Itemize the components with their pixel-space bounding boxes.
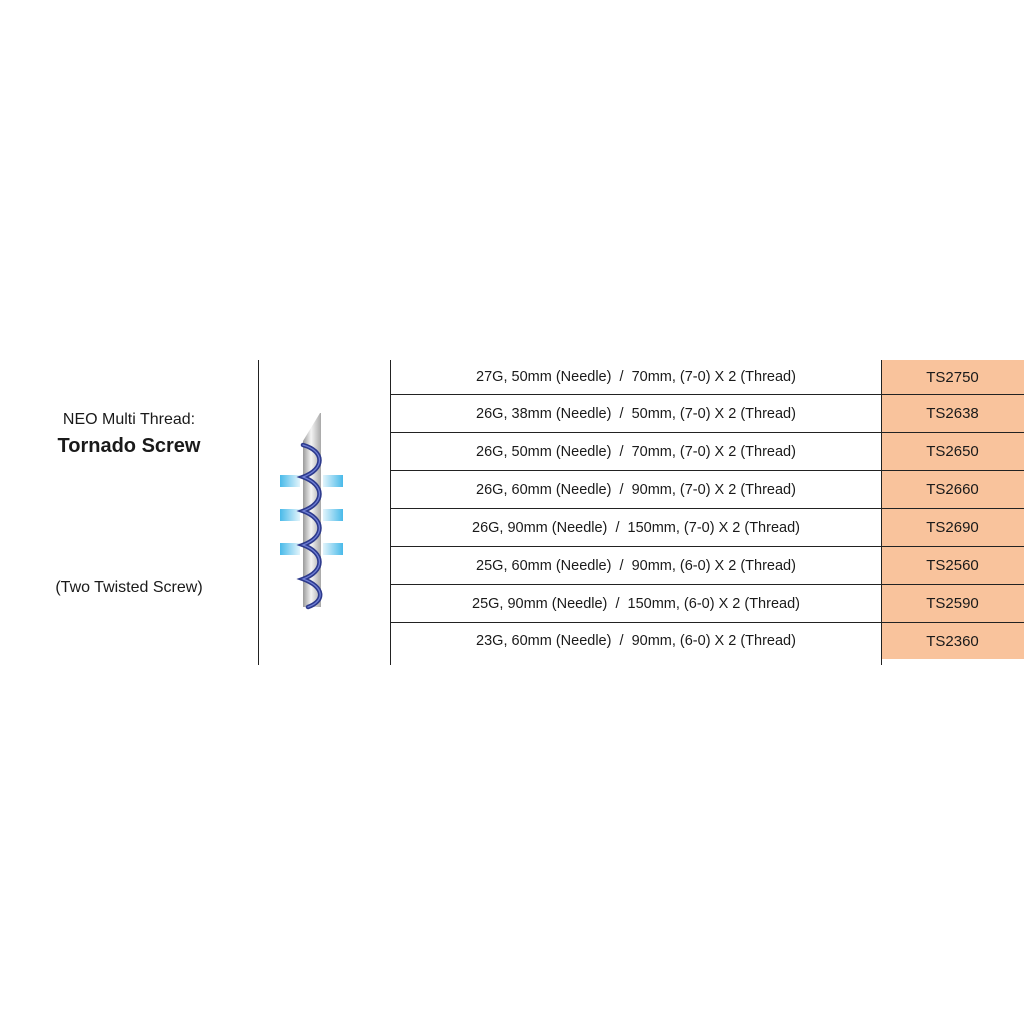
divider-code-column xyxy=(881,360,882,665)
spec-cell: 25G, 60mm (Needle) / 90mm, (6-0) X 2 (Th… xyxy=(476,557,796,574)
spec-cell: 26G, 50mm (Needle) / 70mm, (7-0) X 2 (Th… xyxy=(476,443,796,460)
spec-cell: 26G, 60mm (Needle) / 90mm, (7-0) X 2 (Th… xyxy=(476,481,796,498)
spec-cell: 27G, 50mm (Needle) / 70mm, (7-0) X 2 (Th… xyxy=(476,369,796,385)
needle-with-twisted-thread-icon xyxy=(280,413,343,610)
product-code-cell: TS2690 xyxy=(881,509,1024,546)
spec-cell: 25G, 90mm (Needle) / 150mm, (6-0) X 2 (T… xyxy=(472,595,800,612)
spec-cell: 23G, 60mm (Needle) / 90mm, (6-0) X 2 (Th… xyxy=(476,633,796,649)
product-code-cell: TS2560 xyxy=(881,547,1024,584)
table-row: 27G, 50mm (Needle) / 70mm, (7-0) X 2 (Th… xyxy=(391,360,1024,395)
spec-cell: 26G, 90mm (Needle) / 150mm, (7-0) X 2 (T… xyxy=(472,519,800,536)
product-subtitle: NEO Multi Thread: xyxy=(62,411,196,428)
product-code-cell: TS2750 xyxy=(881,360,1024,394)
table-row: 26G, 38mm (Needle) / 50mm, (7-0) X 2 (Th… xyxy=(391,395,1024,433)
table-row: 23G, 60mm (Needle) / 90mm, (6-0) X 2 (Th… xyxy=(391,623,1024,659)
table-row: 26G, 50mm (Needle) / 70mm, (7-0) X 2 (Th… xyxy=(391,433,1024,471)
table-row: 26G, 60mm (Needle) / 90mm, (7-0) X 2 (Th… xyxy=(391,471,1024,509)
table-row: 25G, 90mm (Needle) / 150mm, (6-0) X 2 (T… xyxy=(391,585,1024,623)
product-code-cell: TS2638 xyxy=(881,395,1024,432)
product-title: Tornado Screw xyxy=(57,435,201,457)
product-code-cell: TS2650 xyxy=(881,433,1024,470)
product-note: (Two Twisted Screw) xyxy=(55,579,203,596)
product-code-cell: TS2360 xyxy=(881,623,1024,659)
spec-table: 27G, 50mm (Needle) / 70mm, (7-0) X 2 (Th… xyxy=(391,360,1024,659)
spec-cell: 26G, 38mm (Needle) / 50mm, (7-0) X 2 (Th… xyxy=(476,405,796,422)
divider-middle xyxy=(390,360,391,665)
product-code-cell: TS2590 xyxy=(881,585,1024,622)
table-row: 25G, 60mm (Needle) / 90mm, (6-0) X 2 (Th… xyxy=(391,547,1024,585)
product-code-cell: TS2660 xyxy=(881,471,1024,508)
table-row: 26G, 90mm (Needle) / 150mm, (7-0) X 2 (T… xyxy=(391,509,1024,547)
divider-left xyxy=(258,360,259,665)
